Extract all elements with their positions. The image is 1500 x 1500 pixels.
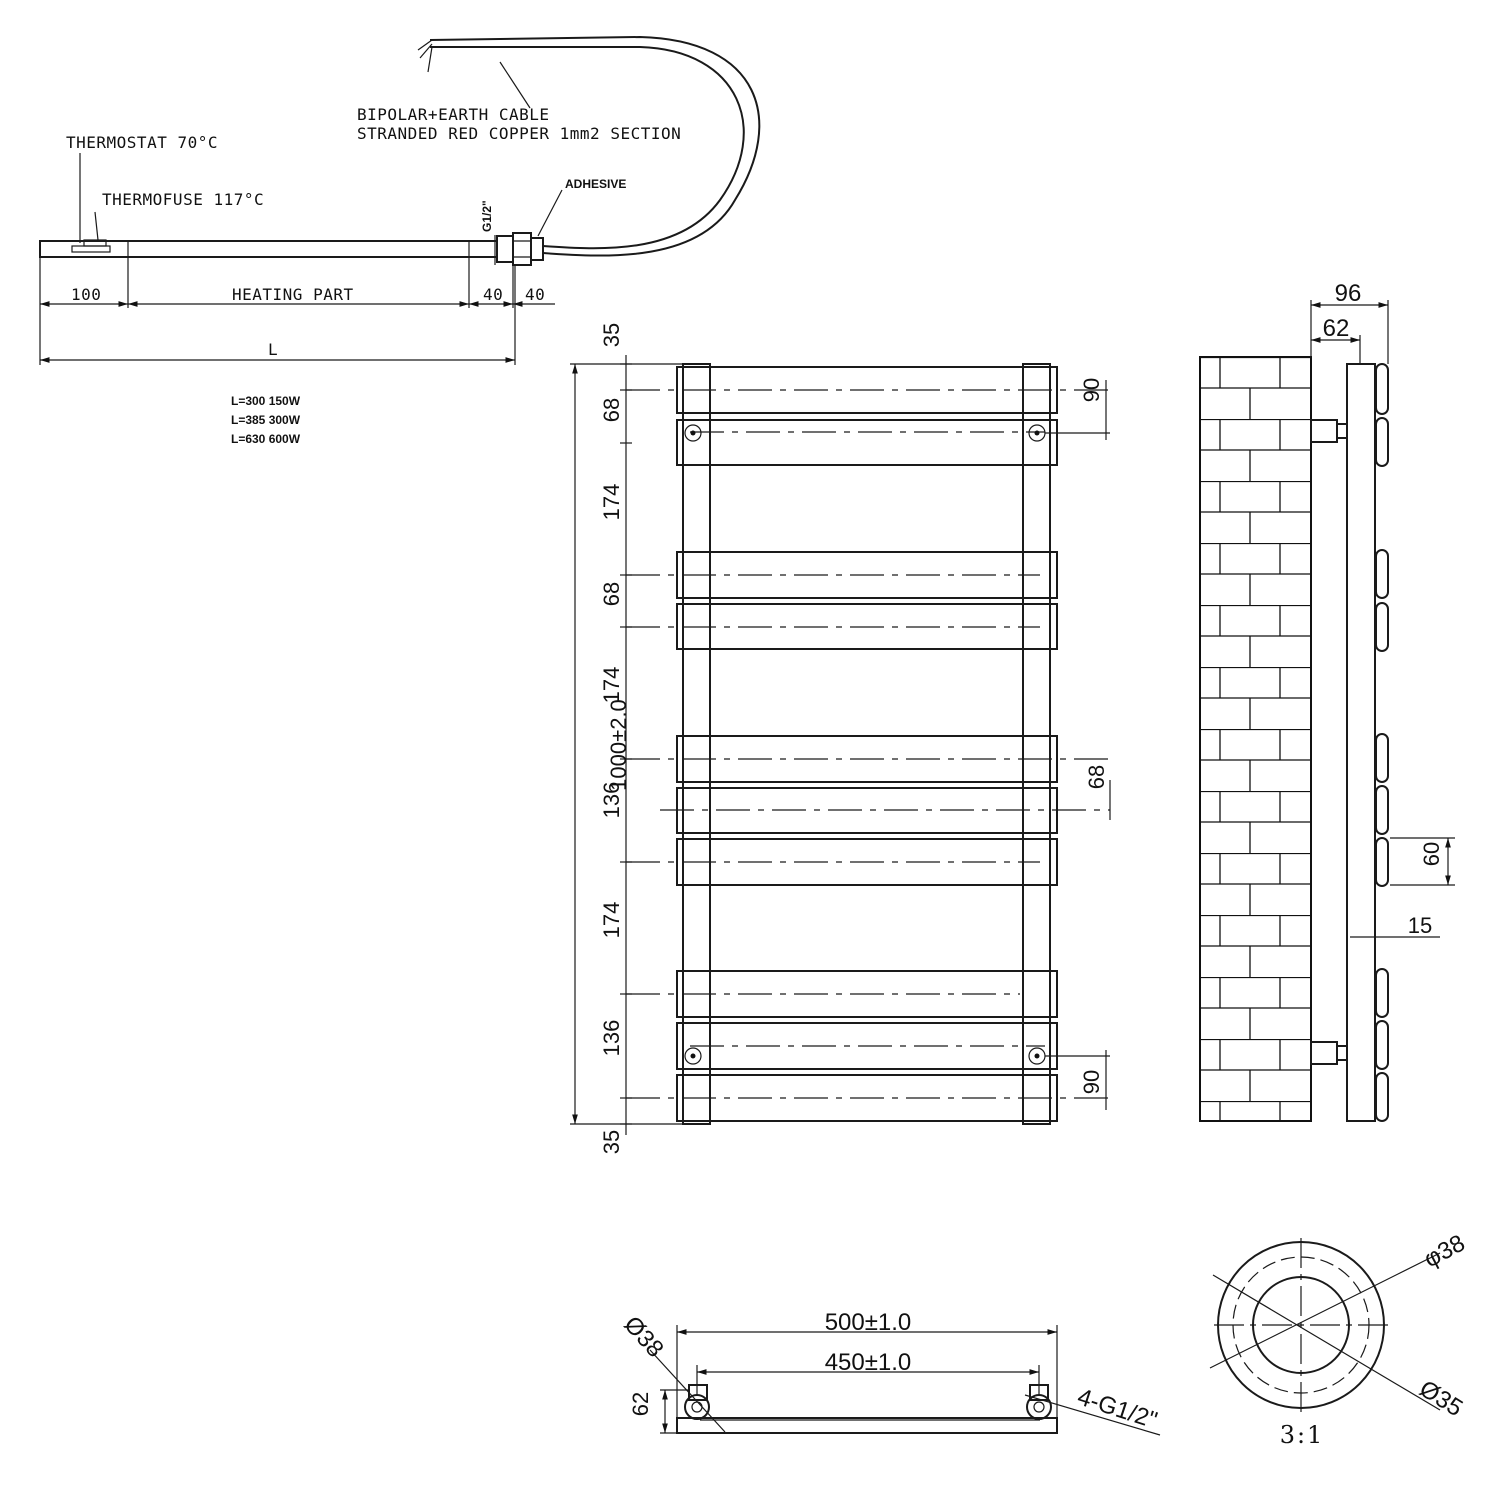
dim-right-90-a: 90: [1079, 378, 1104, 402]
bar-profiles: [1375, 363, 1389, 1122]
cable-label-2: STRANDED RED COPPER 1mm2 SECTION: [357, 124, 681, 143]
thermostat-label: THERMOSTAT 70°C: [66, 133, 218, 152]
scale-label: 3:1: [1280, 1421, 1325, 1449]
pipe-diameter: Ø38: [618, 1311, 668, 1363]
thermostat-block: [71, 245, 111, 253]
dim-136-b: 136: [599, 1020, 624, 1057]
power-row-2: L=385 300W: [231, 413, 301, 427]
dim-96: 96: [1335, 280, 1362, 307]
dim-40a: 40: [483, 285, 503, 304]
dim-15: 15: [1408, 913, 1432, 938]
left-dim-ticks: [620, 363, 632, 1125]
dim-174-b: 174: [599, 667, 624, 704]
dim-60: 60: [1419, 842, 1444, 866]
cable-inner: [429, 35, 761, 257]
connection-spec: 4-G1/2": [1074, 1383, 1160, 1434]
element-rod: [39, 240, 498, 258]
dim-l: L: [268, 340, 278, 359]
power-row-1: L=300 150W: [231, 394, 301, 408]
cable-label-1: BIPOLAR+EARTH CABLE: [357, 105, 550, 124]
width-centers: 450±1.0: [825, 1349, 912, 1376]
height-dim: 1000±2.0: [606, 699, 631, 791]
top-view: 500±1.0 450±1.0 Ø38 62 4-G1/2": [618, 1309, 1160, 1436]
dim-174-c: 174: [599, 902, 624, 939]
power-row-3: L=630 600W: [231, 432, 301, 446]
dim-right-68: 68: [1084, 765, 1109, 789]
towel-bars: [676, 366, 1058, 1122]
dim-174-a: 174: [599, 484, 624, 521]
dim-bottom-35: 35: [599, 1130, 624, 1154]
heating-element-diagram: BIPOLAR+EARTH CABLE STRANDED RED COPPER …: [39, 35, 761, 446]
inner-diameter: Ø35: [1415, 1375, 1468, 1422]
heating-part-label: HEATING PART: [232, 285, 354, 304]
dim-top-35: 35: [599, 323, 624, 347]
left-upright: [682, 363, 711, 1125]
dim-right-90-b: 90: [1079, 1070, 1104, 1094]
front-view: 1000±2.0 35 68 174 68 174 136 174 136 35…: [570, 323, 1111, 1154]
pipe-section-detail: φ38 Ø35 3:1: [1209, 1230, 1469, 1449]
dim-68-b: 68: [599, 582, 624, 606]
right-upright: [1022, 363, 1051, 1125]
mounting-holes: [684, 424, 1046, 1065]
adhesive-label: ADHESIVE: [565, 177, 626, 191]
width-outer: 500±1.0: [825, 1309, 912, 1336]
thread-label: G1/2": [480, 200, 494, 232]
depth-62: 62: [628, 1392, 653, 1416]
dim-68-a: 68: [599, 398, 624, 422]
brick-wall: [1199, 356, 1312, 1122]
dim-62: 62: [1323, 315, 1350, 342]
side-view: 96 62 60 15: [1199, 280, 1455, 1122]
dim-136-a: 136: [599, 782, 624, 819]
outer-diameter: φ38: [1419, 1230, 1469, 1274]
dim-40b: 40: [525, 285, 545, 304]
top-panel: [676, 1417, 1058, 1434]
dim-100: 100: [71, 285, 101, 304]
connector-fitting: [496, 232, 544, 266]
side-upright: [1346, 363, 1376, 1122]
wall-brackets: [1310, 419, 1348, 1065]
centerlines: [626, 389, 1110, 1099]
thermofuse-label: THERMOFUSE 117°C: [102, 190, 264, 209]
cable-outer: [430, 46, 745, 250]
